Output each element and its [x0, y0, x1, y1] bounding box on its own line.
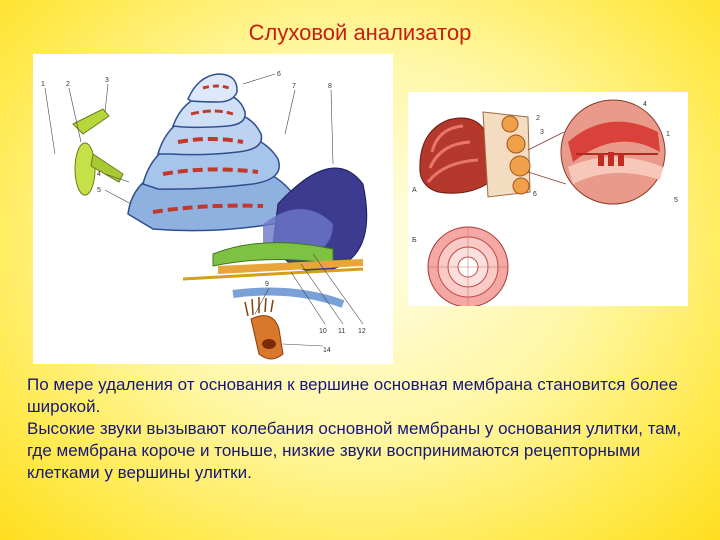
label-2: 2 — [66, 81, 70, 88]
cochlea-overview-drawing: 4 2 3 1 6 5 A Б — [412, 99, 678, 306]
cochlea-overview-illustration: 4 2 3 1 6 5 A Б — [408, 92, 688, 306]
label-1: 1 — [41, 81, 45, 88]
slide-caption: По мере удаления от основания к вершине … — [27, 374, 697, 484]
right-label-b: Б — [412, 237, 417, 244]
hair-cell — [244, 297, 284, 360]
cochlea-section-illustration: 1 2 3 4 5 6 7 8 9 10 11 12 14 — [33, 54, 393, 364]
right-label-1: 1 — [666, 131, 670, 138]
label-12: 12 — [358, 328, 366, 335]
label-9: 9 — [265, 281, 269, 288]
caption-paragraph-1: По мере удаления от основания к вершине … — [27, 375, 678, 416]
cochlea-spiral — [127, 73, 299, 232]
cochlea-spiral-diagram — [427, 226, 509, 306]
right-label-4: 4 — [643, 101, 647, 108]
slide-title: Слуховой анализатор — [248, 20, 472, 45]
right-label-3: 3 — [540, 129, 544, 136]
caption-paragraph-2: Высокие звуки вызывают колебания основно… — [27, 419, 682, 482]
right-label-5: 5 — [674, 197, 678, 204]
label-5: 5 — [97, 187, 101, 194]
label-7: 7 — [292, 83, 296, 90]
label-11: 11 — [338, 328, 345, 335]
right-label-6: 6 — [533, 191, 537, 198]
cochlea-shell — [419, 117, 491, 194]
organ-of-corti — [212, 242, 363, 274]
label-4: 4 — [97, 171, 101, 178]
cochlea-cut-section — [482, 111, 531, 198]
stapes-illustration — [72, 108, 124, 196]
label-3: 3 — [105, 77, 109, 84]
label-8: 8 — [328, 83, 332, 90]
right-label-a: A — [412, 187, 417, 194]
cochlea-section-drawing: 1 2 3 4 5 6 7 8 9 10 11 12 14 — [41, 71, 368, 360]
label-10: 10 — [319, 328, 327, 335]
magnified-membrane-view — [560, 99, 666, 205]
label-14: 14 — [323, 347, 331, 354]
right-label-2: 2 — [536, 115, 540, 122]
label-6: 6 — [277, 71, 281, 78]
